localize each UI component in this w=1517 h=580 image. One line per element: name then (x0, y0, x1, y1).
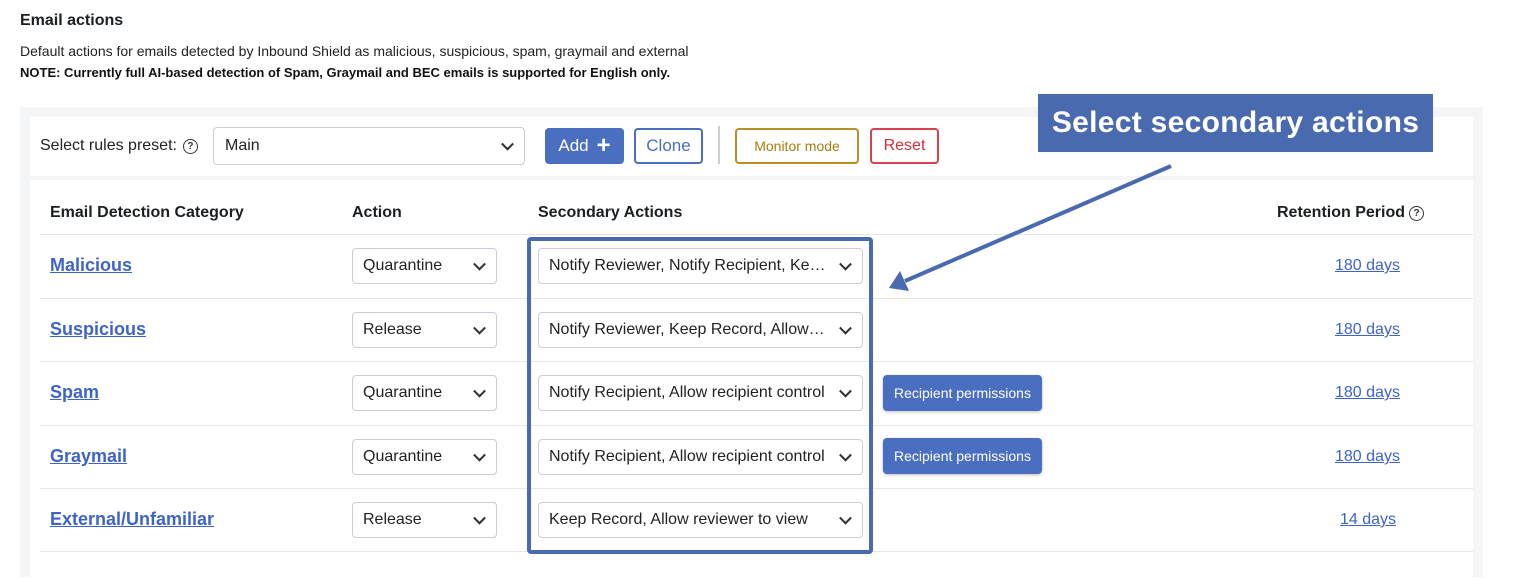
help-icon[interactable]: ? (182, 138, 198, 154)
recipient-permissions-button-spam[interactable]: Recipient permissions (883, 375, 1042, 411)
row-divider (40, 361, 1473, 362)
action-value: Quarantine (363, 448, 443, 465)
row-divider (40, 298, 1473, 299)
retention-link-malicious[interactable]: 180 days (1335, 257, 1400, 274)
secondary-actions-select-external[interactable]: Keep Record, Allow reviewer to view (538, 502, 863, 538)
action-select-external[interactable]: Release (352, 502, 497, 538)
category-link-graymail[interactable]: Graymail (50, 446, 128, 466)
category-link-spam[interactable]: Spam (50, 382, 100, 402)
chevron-down-icon (473, 257, 486, 271)
plus-icon: + (596, 132, 611, 159)
retention-link-external[interactable]: 14 days (1340, 511, 1397, 528)
action-select-graymail[interactable]: Quarantine (352, 439, 497, 475)
header-category: Email Detection Category (50, 204, 244, 221)
retention-link-graymail[interactable]: 180 days (1335, 448, 1400, 465)
add-button-label: Add (558, 136, 589, 155)
preset-label: Select rules preset: ? (40, 137, 198, 155)
action-value: Quarantine (363, 257, 443, 274)
annotation-callout: Select secondary actions (1038, 94, 1433, 152)
chevron-down-icon (501, 137, 514, 151)
section-title: Email actions (20, 12, 124, 29)
action-select-malicious[interactable]: Quarantine (352, 248, 497, 284)
preset-select[interactable]: Main (213, 127, 525, 165)
reset-button[interactable]: Reset (870, 128, 939, 164)
email-actions-header: Email actions Default actions for emails… (20, 12, 688, 80)
secondary-actions-select-suspicious[interactable]: Notify Reviewer, Keep Record, Allow revi… (538, 312, 863, 348)
retention-help-icon[interactable]: ? (1409, 205, 1425, 221)
add-preset-button[interactable]: Add + (545, 128, 624, 164)
preset-label-text: Select rules preset: (40, 137, 177, 154)
chevron-down-icon (473, 321, 486, 335)
secondary-actions-select-graymail[interactable]: Notify Recipient, Allow recipient contro… (538, 439, 863, 475)
email-actions-table: Email Detection Category Action Secondar… (30, 180, 1473, 580)
retention-link-spam[interactable]: 180 days (1335, 384, 1400, 401)
secondary-actions-select-spam[interactable]: Notify Recipient, Allow recipient contro… (538, 375, 863, 411)
category-link-external[interactable]: External/Unfamiliar (50, 509, 215, 529)
action-value: Release (363, 321, 422, 338)
action-value: Release (363, 511, 422, 528)
header-secondary-actions: Secondary Actions (538, 204, 683, 221)
header-action: Action (352, 204, 402, 221)
chevron-down-icon (473, 511, 486, 525)
recipient-permissions-button-graymail[interactable]: Recipient permissions (883, 438, 1042, 474)
action-select-spam[interactable]: Quarantine (352, 375, 497, 411)
section-note: NOTE: Currently full AI-based detection … (20, 65, 671, 80)
monitor-mode-button[interactable]: Monitor mode (735, 128, 859, 164)
category-link-malicious[interactable]: Malicious (50, 255, 133, 275)
row-divider (40, 425, 1473, 426)
header-retention-text: Retention Period (1277, 204, 1406, 221)
chevron-down-icon (473, 448, 486, 462)
toolbar-divider (718, 126, 720, 164)
category-link-suspicious[interactable]: Suspicious (50, 319, 147, 339)
secondary-actions-highlight (527, 237, 873, 554)
retention-link-suspicious[interactable]: 180 days (1335, 321, 1400, 338)
section-description: Default actions for emails detected by I… (20, 43, 689, 59)
row-divider (40, 234, 1473, 235)
header-retention: Retention Period ? (1277, 204, 1425, 222)
action-select-suspicious[interactable]: Release (352, 312, 497, 348)
preset-select-value: Main (225, 137, 260, 154)
secondary-actions-select-malicious[interactable]: Notify Reviewer, Notify Recipient, Keep … (538, 248, 863, 284)
row-divider (40, 488, 1473, 489)
clone-preset-button[interactable]: Clone (634, 128, 703, 164)
chevron-down-icon (473, 384, 486, 398)
action-value: Quarantine (363, 384, 443, 401)
